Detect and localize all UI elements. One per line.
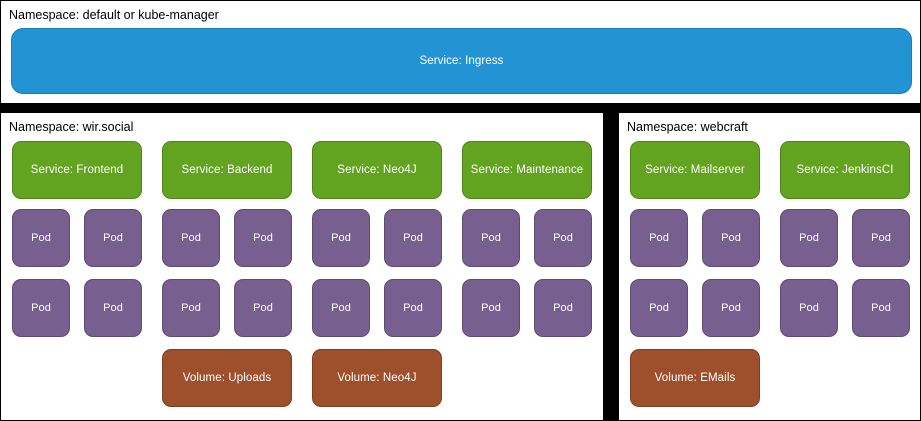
pod[interactable]: Pod [534,209,592,267]
pod[interactable]: Pod [852,209,910,267]
pod[interactable]: Pod [702,209,760,267]
pod[interactable]: Pod [780,279,838,337]
pod[interactable]: Pod [162,279,220,337]
pod[interactable]: Pod [162,209,220,267]
volume-emails[interactable]: Volume: EMails [630,349,760,407]
service-ingress[interactable]: Service: Ingress [11,28,912,94]
pod[interactable]: Pod [84,209,142,267]
pod[interactable]: Pod [234,209,292,267]
pod[interactable]: Pod [630,209,688,267]
pod[interactable]: Pod [384,209,442,267]
pod[interactable]: Pod [462,279,520,337]
pod[interactable]: Pod [852,279,910,337]
service-frontend[interactable]: Service: Frontend [12,141,142,199]
pod[interactable]: Pod [312,279,370,337]
pod[interactable]: Pod [630,279,688,337]
service-backend[interactable]: Service: Backend [162,141,292,199]
service-neo4j[interactable]: Service: Neo4J [312,141,442,199]
namespace-label-default: Namespace: default or kube-manager [9,8,219,22]
pod[interactable]: Pod [534,279,592,337]
namespace-panel-webcraft: Namespace: webcraft Service: Mailserver … [618,112,921,421]
pod[interactable]: Pod [384,279,442,337]
service-mailserver[interactable]: Service: Mailserver [630,141,760,199]
volume-uploads[interactable]: Volume: Uploads [162,349,292,407]
pod[interactable]: Pod [312,209,370,267]
namespace-panel-default: Namespace: default or kube-manager Servi… [0,0,921,104]
pod[interactable]: Pod [462,209,520,267]
pod[interactable]: Pod [84,279,142,337]
namespace-panel-wir-social: Namespace: wir.social Service: Frontend … [0,112,604,421]
pod[interactable]: Pod [12,279,70,337]
pod[interactable]: Pod [702,279,760,337]
service-maintenance[interactable]: Service: Maintenance [462,141,592,199]
volume-neo4j[interactable]: Volume: Neo4J [312,349,442,407]
pod[interactable]: Pod [234,279,292,337]
pod[interactable]: Pod [780,209,838,267]
namespace-label-wir-social: Namespace: wir.social [9,120,134,134]
namespace-label-webcraft: Namespace: webcraft [627,120,748,134]
pod[interactable]: Pod [12,209,70,267]
service-jenkinsci[interactable]: Service: JenkinsCI [780,141,910,199]
